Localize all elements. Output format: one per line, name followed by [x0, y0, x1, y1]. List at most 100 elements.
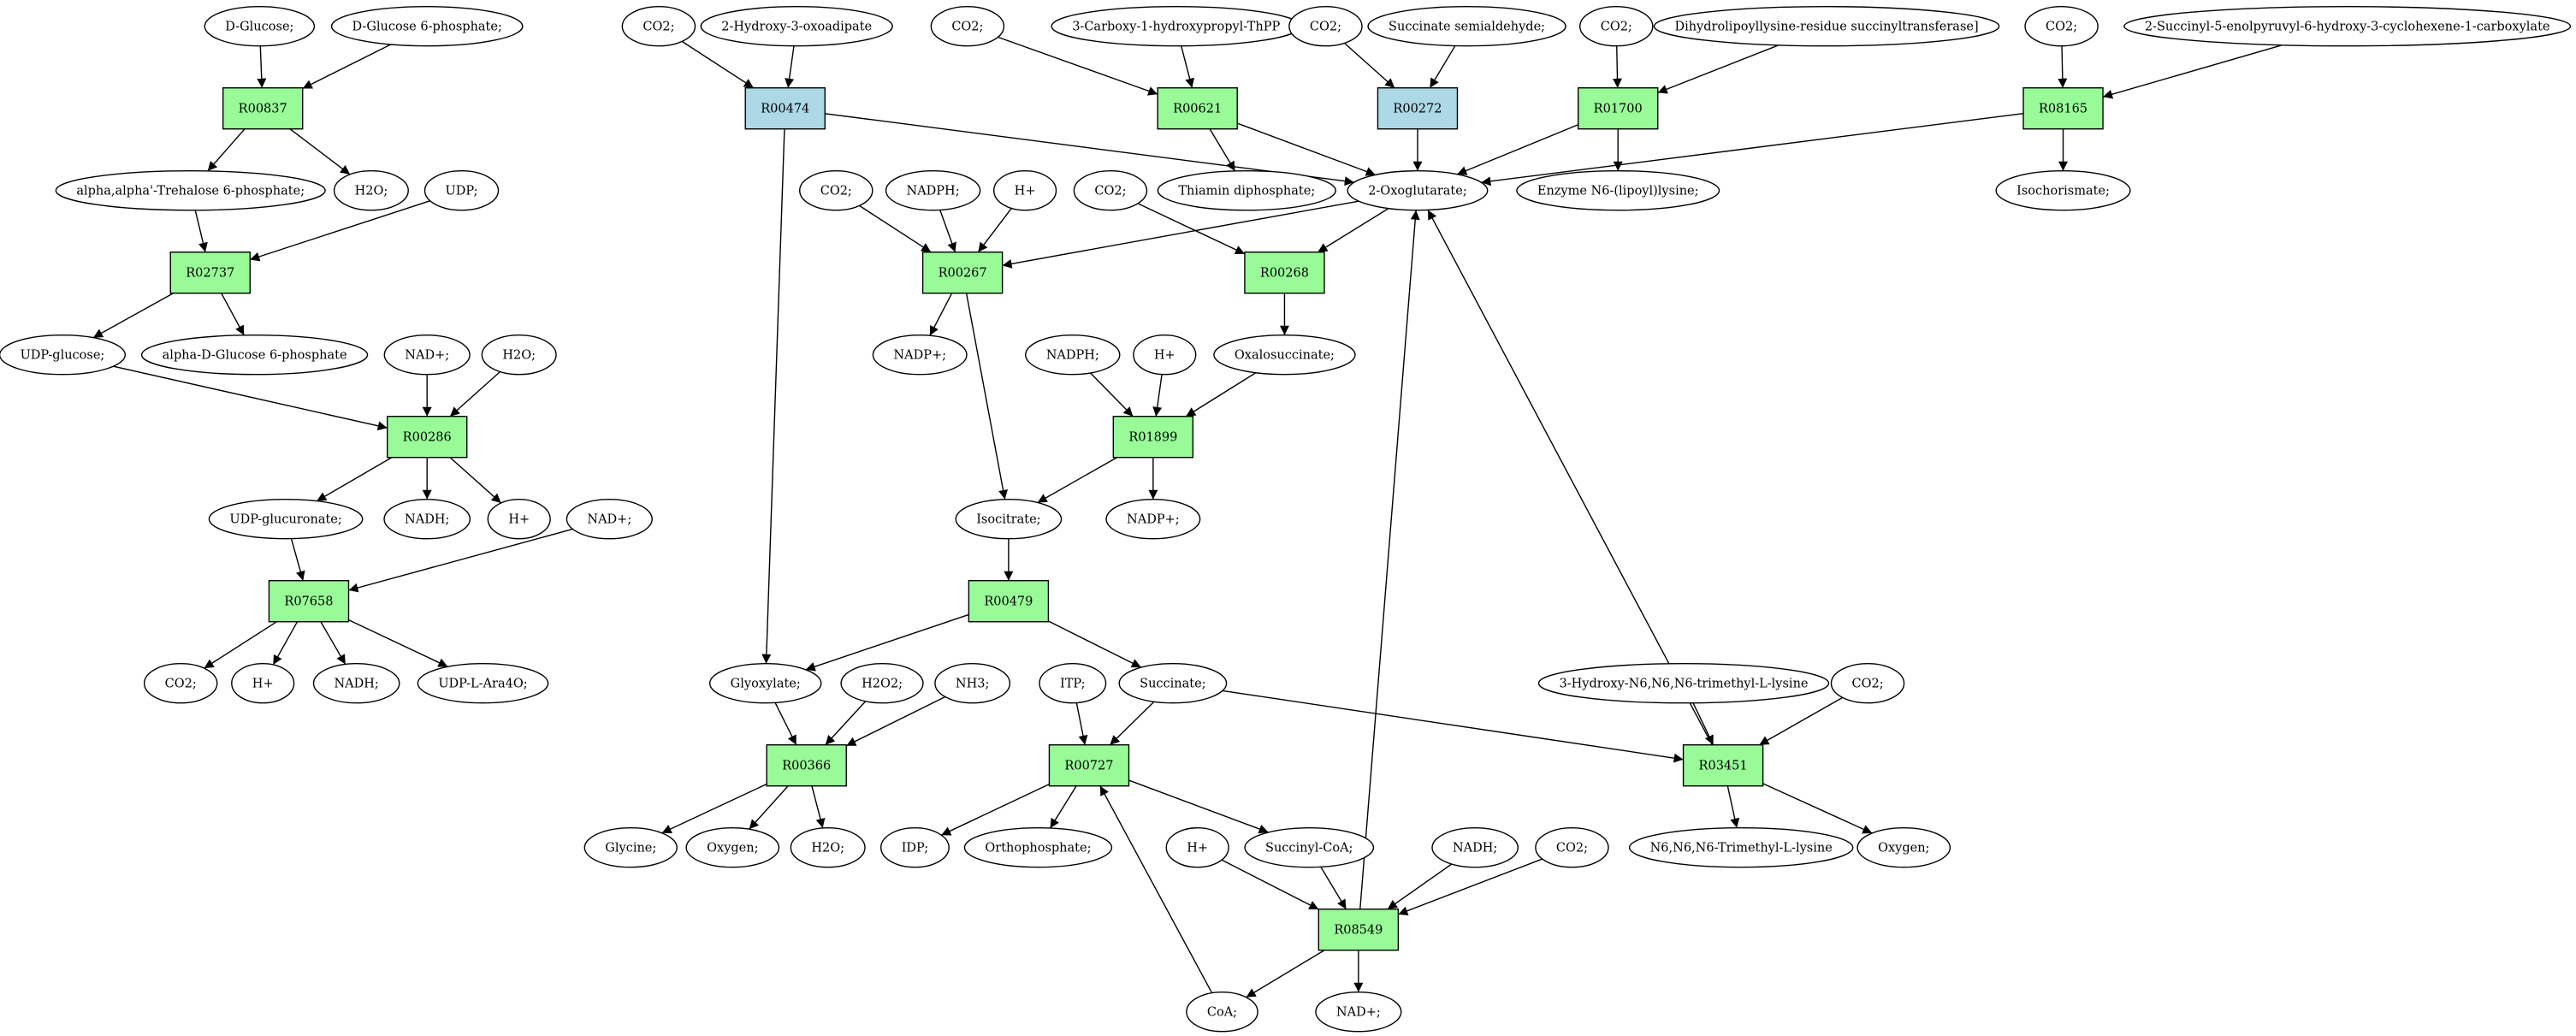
compound-node-c-co2-1[interactable]: CO2; [143, 663, 218, 704]
compound-node-c-h-2[interactable]: H+ [231, 663, 295, 704]
reaction-node-r-R00286[interactable]: R00286 [386, 416, 468, 459]
compound-node-c-h-5[interactable]: H+ [1165, 827, 1229, 868]
compound-ellipse [955, 499, 1063, 540]
compound-node-c-udp[interactable]: UDP; [423, 170, 500, 211]
compound-node-c-ophos[interactable]: Orthophosphate; [963, 827, 1113, 868]
compound-node-c-dglucose[interactable]: D-Glucose; [204, 6, 316, 47]
compound-node-c-thdp[interactable]: Thiamin diphosphate; [1157, 170, 1336, 211]
compound-node-c-co2-2[interactable]: CO2; [621, 6, 696, 47]
compound-node-c-2sephc[interactable]: 2-Succinyl-5-enolpyruvyl-6-hydroxy-3-cyc… [2123, 6, 2572, 47]
compound-node-c-nh3[interactable]: NH3; [934, 663, 1011, 704]
reaction-node-r-R00727[interactable]: R00727 [1048, 744, 1130, 787]
compound-node-c-nadp-1[interactable]: NADP+; [872, 334, 968, 376]
edge-r-R01700-to-c-2og [1456, 124, 1578, 175]
compound-node-c-h-3[interactable]: H+ [992, 170, 1057, 211]
reaction-node-r-R07658[interactable]: R07658 [268, 580, 350, 623]
compound-node-c-glycine[interactable]: Glycine; [583, 827, 678, 868]
node-label: NADPH; [1046, 349, 1099, 363]
node-label: Orthophosphate; [985, 842, 1091, 855]
node-label: Oxalosuccinate; [1235, 349, 1335, 363]
compound-node-c-succ[interactable]: Succinate; [1118, 663, 1228, 704]
compound-node-c-h2o2[interactable]: H2O2; [840, 663, 924, 704]
compound-ellipse [1025, 334, 1121, 376]
compound-node-c-3html[interactable]: 3-Hydroxy-N6,N6,N6-trimethyl-L-lysine [1537, 663, 1830, 704]
node-label: NADP+; [1127, 513, 1180, 527]
compound-node-c-isocit[interactable]: Isocitrate; [955, 499, 1063, 540]
compound-node-c-co2-8[interactable]: CO2; [1073, 170, 1148, 211]
compound-node-c-udpglc[interactable]: UDP-glucose; [0, 334, 127, 376]
node-label: NH3; [956, 678, 989, 691]
node-label: H+ [508, 513, 530, 527]
compound-ellipse [1535, 827, 1609, 868]
compound-node-c-succoa[interactable]: Succinyl-CoA; [1244, 827, 1375, 868]
reaction-node-r-R00837[interactable]: R00837 [222, 87, 304, 130]
compound-node-c-ssa[interactable]: Succinate semialdehyde; [1367, 6, 1566, 47]
compound-node-c-2h3oa[interactable]: 2-Hydroxy-3-oxoadipate [700, 6, 893, 47]
compound-node-c-h-1[interactable]: H+ [487, 499, 551, 540]
compound-node-c-2og[interactable]: 2-Oxoglutarate; [1347, 170, 1489, 211]
compound-node-c-h2o-3[interactable]: H2O; [790, 827, 866, 868]
compound-node-c-nadph-2[interactable]: NADPH; [1025, 334, 1121, 376]
compound-node-c-idp[interactable]: IDP; [879, 827, 950, 868]
edge-r-R00267-to-c-isocit [965, 293, 1008, 500]
reaction-node-r-R00268[interactable]: R00268 [1244, 252, 1325, 294]
compound-node-c-co2-5[interactable]: CO2; [1579, 6, 1654, 47]
compound-node-c-nadph-1[interactable]: NADPH; [885, 170, 981, 211]
compound-node-c-coa[interactable]: CoA; [1186, 992, 1258, 1033]
compound-node-c-nadp-2[interactable]: NADP+; [1105, 499, 1201, 540]
compound-node-c-adg6p[interactable]: alpha-D-Glucose 6-phosphate [140, 334, 369, 376]
compound-node-c-h2o-2[interactable]: H2O; [481, 334, 557, 376]
compound-node-c-oxsucc[interactable]: Oxalosuccinate; [1213, 334, 1356, 376]
reaction-node-r-R00479[interactable]: R00479 [968, 580, 1050, 623]
reaction-node-r-R00272[interactable]: R00272 [1377, 87, 1459, 130]
reaction-node-r-R00621[interactable]: R00621 [1157, 87, 1238, 130]
edge-r-R03451-to-c-2og [1427, 210, 1713, 746]
compound-ellipse [1073, 170, 1148, 211]
compound-node-c-nadh-1[interactable]: NADH; [383, 499, 471, 540]
compound-node-c-udplara[interactable]: UDP-L-Ara4O; [417, 663, 549, 704]
reaction-box [1244, 252, 1325, 294]
reaction-node-r-R03451[interactable]: R03451 [1682, 744, 1764, 787]
node-label: CO2; [1310, 21, 1341, 34]
compound-ellipse [708, 663, 822, 704]
compound-node-c-h2o-1[interactable]: H2O; [333, 170, 409, 211]
node-label: alpha,alpha'-Trehalose 6-phosphate; [76, 185, 305, 198]
reaction-node-r-R00267[interactable]: R00267 [921, 252, 1004, 294]
compound-node-c-tre6p[interactable]: alpha,alpha'-Trehalose 6-phosphate; [55, 170, 326, 211]
compound-node-c-glyox[interactable]: Glyoxylate; [708, 663, 822, 704]
compound-node-c-co2-7[interactable]: CO2; [799, 170, 873, 211]
compound-node-c-itp[interactable]: ITP; [1039, 663, 1107, 704]
edge-r-R00727-to-c-idp [940, 784, 1050, 836]
reaction-node-r-R02737[interactable]: R02737 [169, 252, 251, 294]
reaction-box [968, 580, 1050, 623]
reaction-node-r-R00366[interactable]: R00366 [766, 744, 847, 787]
compound-node-c-co2-10[interactable]: CO2; [1535, 827, 1609, 868]
compound-node-c-3cthpp[interactable]: 3-Carboxy-1-hydroxypropyl-ThPP [1051, 6, 1301, 47]
compound-node-c-co2-6[interactable]: CO2; [2024, 6, 2099, 47]
compound-node-c-enl[interactable]: Enzyme N6-(lipoyl)lysine; [1516, 170, 1720, 211]
reaction-node-r-R00474[interactable]: R00474 [744, 87, 826, 130]
node-label: H2O; [355, 185, 388, 198]
reaction-node-r-R08165[interactable]: R08165 [2022, 87, 2104, 130]
compound-node-c-h-4[interactable]: H+ [1133, 334, 1197, 376]
compound-node-c-oxygen-1[interactable]: Oxygen; [685, 827, 780, 868]
compound-node-c-nad-2[interactable]: NAD+; [566, 499, 653, 540]
reaction-node-r-R08549[interactable]: R08549 [1318, 909, 1400, 951]
node-label: R00727 [1064, 760, 1113, 773]
compound-node-c-dlst[interactable]: Dihydrolipoyllysine-residue succinyltran… [1653, 6, 2000, 47]
reaction-node-r-R01700[interactable]: R01700 [1577, 87, 1659, 130]
compound-node-c-nad-1[interactable]: NAD+; [383, 334, 471, 376]
node-label: D-Glucose; [225, 21, 293, 34]
compound-node-c-co2-4[interactable]: CO2; [1288, 6, 1363, 47]
compound-node-c-co2-9[interactable]: CO2; [1830, 663, 1905, 704]
compound-node-c-udpglcur[interactable]: UDP-glucuronate; [208, 499, 364, 540]
compound-node-c-nadh-3[interactable]: NADH; [1431, 827, 1519, 868]
reaction-node-r-R01899[interactable]: R01899 [1112, 416, 1194, 459]
compound-node-c-tml[interactable]: N6,N6,N6-Trimethyl-L-lysine [1628, 827, 1854, 868]
compound-node-c-isochor[interactable]: Isochorismate; [1995, 170, 2131, 211]
compound-node-c-oxygen-2[interactable]: Oxygen; [1856, 827, 1951, 868]
compound-node-c-co2-3[interactable]: CO2; [930, 6, 1005, 47]
compound-node-c-nadh-2[interactable]: NADH; [312, 663, 400, 704]
compound-node-c-nad-3[interactable]: NAD+; [1315, 992, 1402, 1033]
compound-node-c-dg6p[interactable]: D-Glucose 6-phosphate; [330, 6, 524, 47]
